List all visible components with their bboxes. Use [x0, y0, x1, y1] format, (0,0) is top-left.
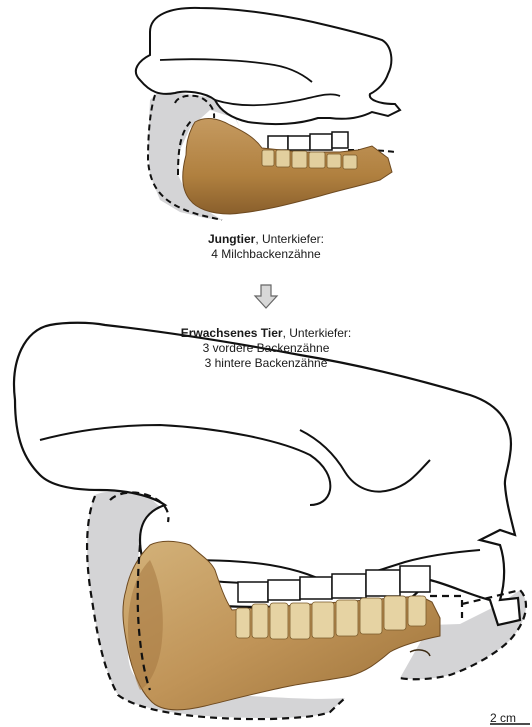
- adult-teeth-front-label: 3 vordere Backenzähne: [0, 341, 532, 356]
- juvenile-teeth-label: 4 Milchbackenzähne: [0, 247, 532, 262]
- juvenile-caption: Jungtier, Unterkiefer: 4 Milchbackenzähn…: [0, 232, 532, 262]
- adult-teeth-back-label: 3 hintere Backenzähne: [0, 356, 532, 371]
- juvenile-caption-line1: Jungtier, Unterkiefer:: [0, 232, 532, 247]
- juvenile-label-rest: , Unterkiefer:: [255, 232, 324, 246]
- scale-bar-label: 2 cm: [490, 712, 516, 725]
- adult-label-rest: , Unterkiefer:: [283, 326, 352, 340]
- down-arrow-icon: [255, 285, 277, 308]
- juvenile-skull: [136, 8, 400, 220]
- adult-skull: [14, 323, 526, 719]
- adult-caption: Erwachsenes Tier, Unterkiefer: 3 vordere…: [0, 326, 532, 371]
- adult-caption-line1: Erwachsenes Tier, Unterkiefer:: [0, 326, 532, 341]
- juvenile-upper-teeth: [268, 132, 348, 150]
- adult-label-bold: Erwachsenes Tier: [181, 326, 283, 340]
- juvenile-label-bold: Jungtier: [208, 232, 255, 246]
